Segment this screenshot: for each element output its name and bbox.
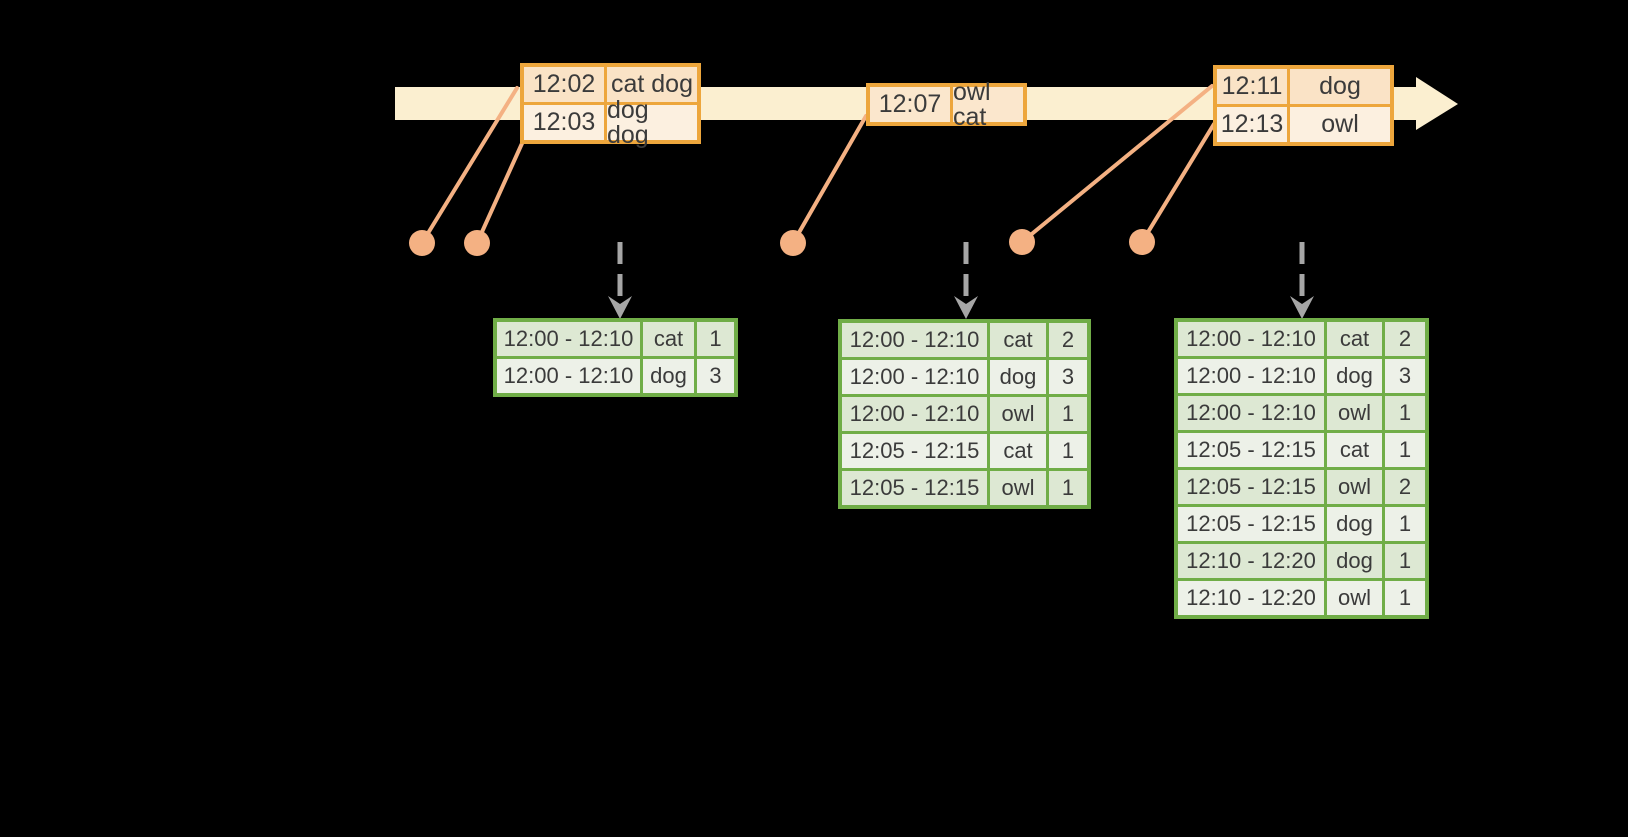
window-cell: 12:00 - 12:10 <box>1178 322 1324 356</box>
window-cell: 12:00 - 12:10 <box>1178 359 1324 393</box>
word-cell: owl <box>1327 581 1382 615</box>
trigger-arrowhead-icon <box>1290 296 1314 319</box>
window-cell: 12:10 - 12:20 <box>1178 544 1324 578</box>
word-cell: dog <box>1327 544 1382 578</box>
event-dot <box>409 230 435 256</box>
event-connector-line <box>1020 84 1214 244</box>
result-table-1: 12:00 - 12:10 cat 1 12:00 - 12:10 dog 3 <box>493 318 738 397</box>
window-cell: 12:00 - 12:10 <box>842 397 987 431</box>
count-cell: 1 <box>1049 397 1087 431</box>
window-cell: 12:00 - 12:10 <box>497 359 640 393</box>
count-cell: 1 <box>697 322 734 356</box>
event-dot <box>1009 229 1035 255</box>
event-words-cell: cat dog <box>607 67 697 102</box>
window-cell: 12:05 - 12:15 <box>842 471 987 505</box>
count-cell: 1 <box>1049 434 1087 468</box>
event-time-cell: 12:11 <box>1217 69 1287 104</box>
word-cell: cat <box>643 322 694 356</box>
event-time-cell: 12:03 <box>524 105 604 140</box>
event-connector-line <box>475 137 526 245</box>
event-time-cell: 12:13 <box>1217 107 1287 142</box>
window-cell: 12:00 - 12:10 <box>1178 396 1324 430</box>
word-cell: owl <box>1327 396 1382 430</box>
window-cell: 12:00 - 12:10 <box>497 322 640 356</box>
event-connector-line <box>791 114 868 245</box>
count-cell: 1 <box>1385 544 1425 578</box>
count-cell: 2 <box>1385 470 1425 504</box>
event-table-1211: 12:11 dog 12:13 owl <box>1213 65 1394 146</box>
word-cell: owl <box>990 471 1046 505</box>
event-words-cell: owl <box>1290 107 1390 142</box>
word-cell: dog <box>1327 507 1382 541</box>
count-cell: 1 <box>1385 581 1425 615</box>
word-cell: cat <box>1327 322 1382 356</box>
window-cell: 12:10 - 12:20 <box>1178 581 1324 615</box>
count-cell: 1 <box>1385 507 1425 541</box>
window-cell: 12:00 - 12:10 <box>842 323 987 357</box>
event-table-1202: 12:02 cat dog 12:03 dog dog <box>520 63 701 147</box>
window-cell: 12:05 - 12:15 <box>1178 470 1324 504</box>
event-connector-line <box>1140 122 1216 244</box>
count-cell: 1 <box>1385 396 1425 430</box>
count-cell: 3 <box>1049 360 1087 394</box>
event-dot <box>1129 229 1155 255</box>
word-cell: owl <box>1327 470 1382 504</box>
count-cell: 2 <box>1049 323 1087 357</box>
window-cell: 12:05 - 12:15 <box>1178 433 1324 467</box>
count-cell: 3 <box>697 359 734 393</box>
window-cell: 12:05 - 12:15 <box>842 434 987 468</box>
timeline-arrowhead-icon <box>1416 77 1458 130</box>
trigger-arrowhead-icon <box>954 296 978 319</box>
event-connector-line <box>420 86 519 245</box>
word-cell: dog <box>990 360 1046 394</box>
event-words-cell: dog <box>1290 69 1390 104</box>
event-words-cell: dog dog <box>607 97 697 147</box>
result-table-2: 12:00 - 12:10 cat 2 12:00 - 12:10 dog 3 … <box>838 319 1091 509</box>
word-cell: dog <box>643 359 694 393</box>
word-cell: cat <box>1327 433 1382 467</box>
event-dot <box>780 230 806 256</box>
event-time-cell: 12:07 <box>870 87 950 122</box>
word-cell: cat <box>990 434 1046 468</box>
count-cell: 2 <box>1385 322 1425 356</box>
window-cell: 12:00 - 12:10 <box>842 360 987 394</box>
event-dot <box>464 230 490 256</box>
event-table-1207: 12:07 owl cat <box>866 79 1027 129</box>
count-cell: 1 <box>1049 471 1087 505</box>
word-cell: dog <box>1327 359 1382 393</box>
trigger-arrowhead-icon <box>608 296 632 319</box>
event-time-cell: 12:02 <box>524 67 604 102</box>
result-table-3: 12:00 - 12:10 cat 2 12:00 - 12:10 dog 3 … <box>1174 318 1429 619</box>
word-cell: cat <box>990 323 1046 357</box>
window-cell: 12:05 - 12:15 <box>1178 507 1324 541</box>
event-words-cell: owl cat <box>953 79 1023 129</box>
count-cell: 1 <box>1385 433 1425 467</box>
count-cell: 3 <box>1385 359 1425 393</box>
word-cell: owl <box>990 397 1046 431</box>
